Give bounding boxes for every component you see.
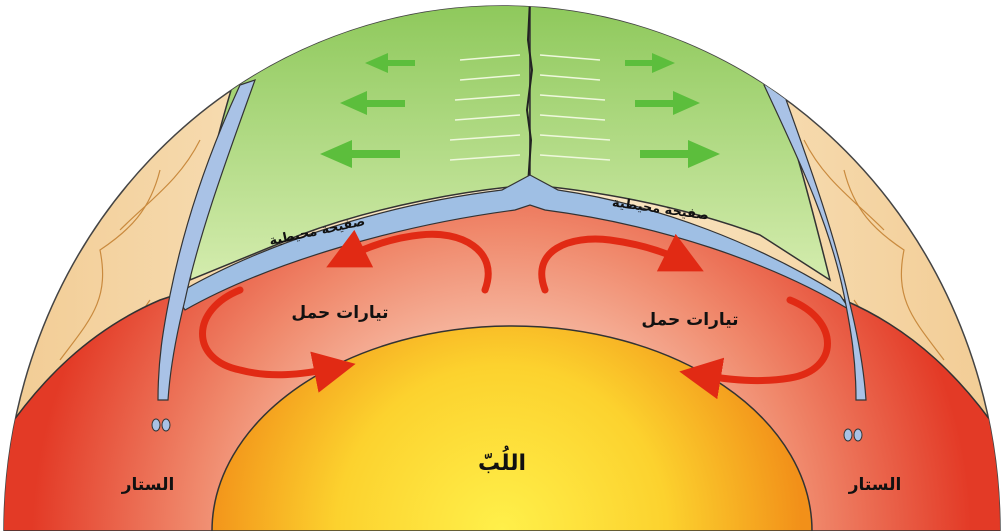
convection-label-left: تيارات حمل	[291, 303, 388, 323]
mantle-label-right: الستار	[848, 475, 902, 495]
convection-label-right: تيارات حمل	[641, 310, 738, 330]
mantle-label-left: الستار	[121, 475, 175, 495]
